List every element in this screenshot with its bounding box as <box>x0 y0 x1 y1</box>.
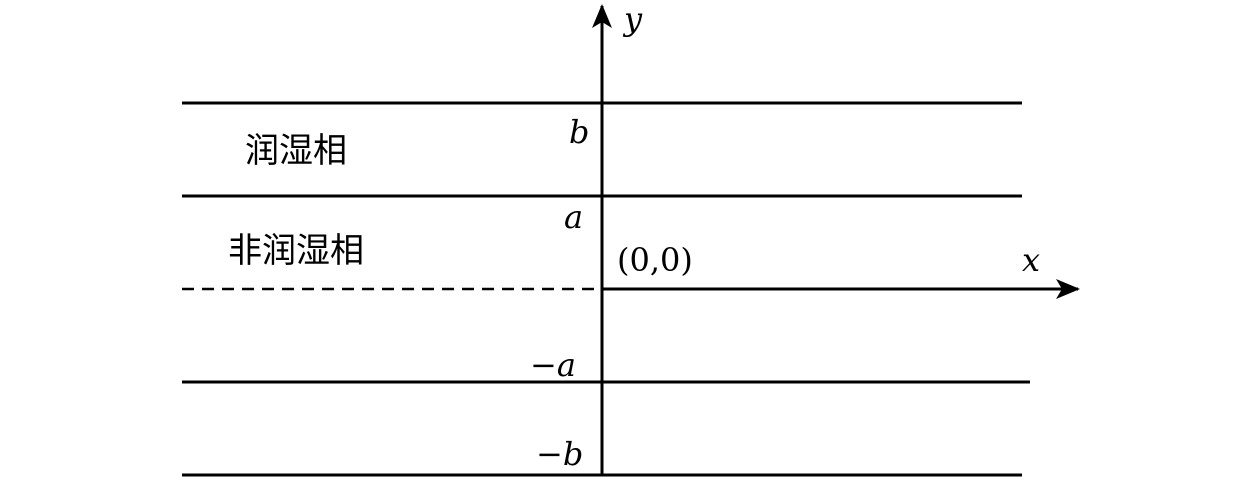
non-wetting-phase-label: 非润湿相 <box>228 231 364 271</box>
y-axis-label: y <box>622 0 643 38</box>
origin-label: (0,0) <box>617 241 693 279</box>
boundary-label-b: b <box>569 113 589 151</box>
x-axis-label: x <box>1022 241 1040 279</box>
boundary-label-neg-b: −b <box>536 435 583 473</box>
wetting-phase-label: 润湿相 <box>245 131 347 171</box>
boundary-label-a: a <box>564 198 583 236</box>
boundary-label-neg-a: −a <box>530 346 576 384</box>
